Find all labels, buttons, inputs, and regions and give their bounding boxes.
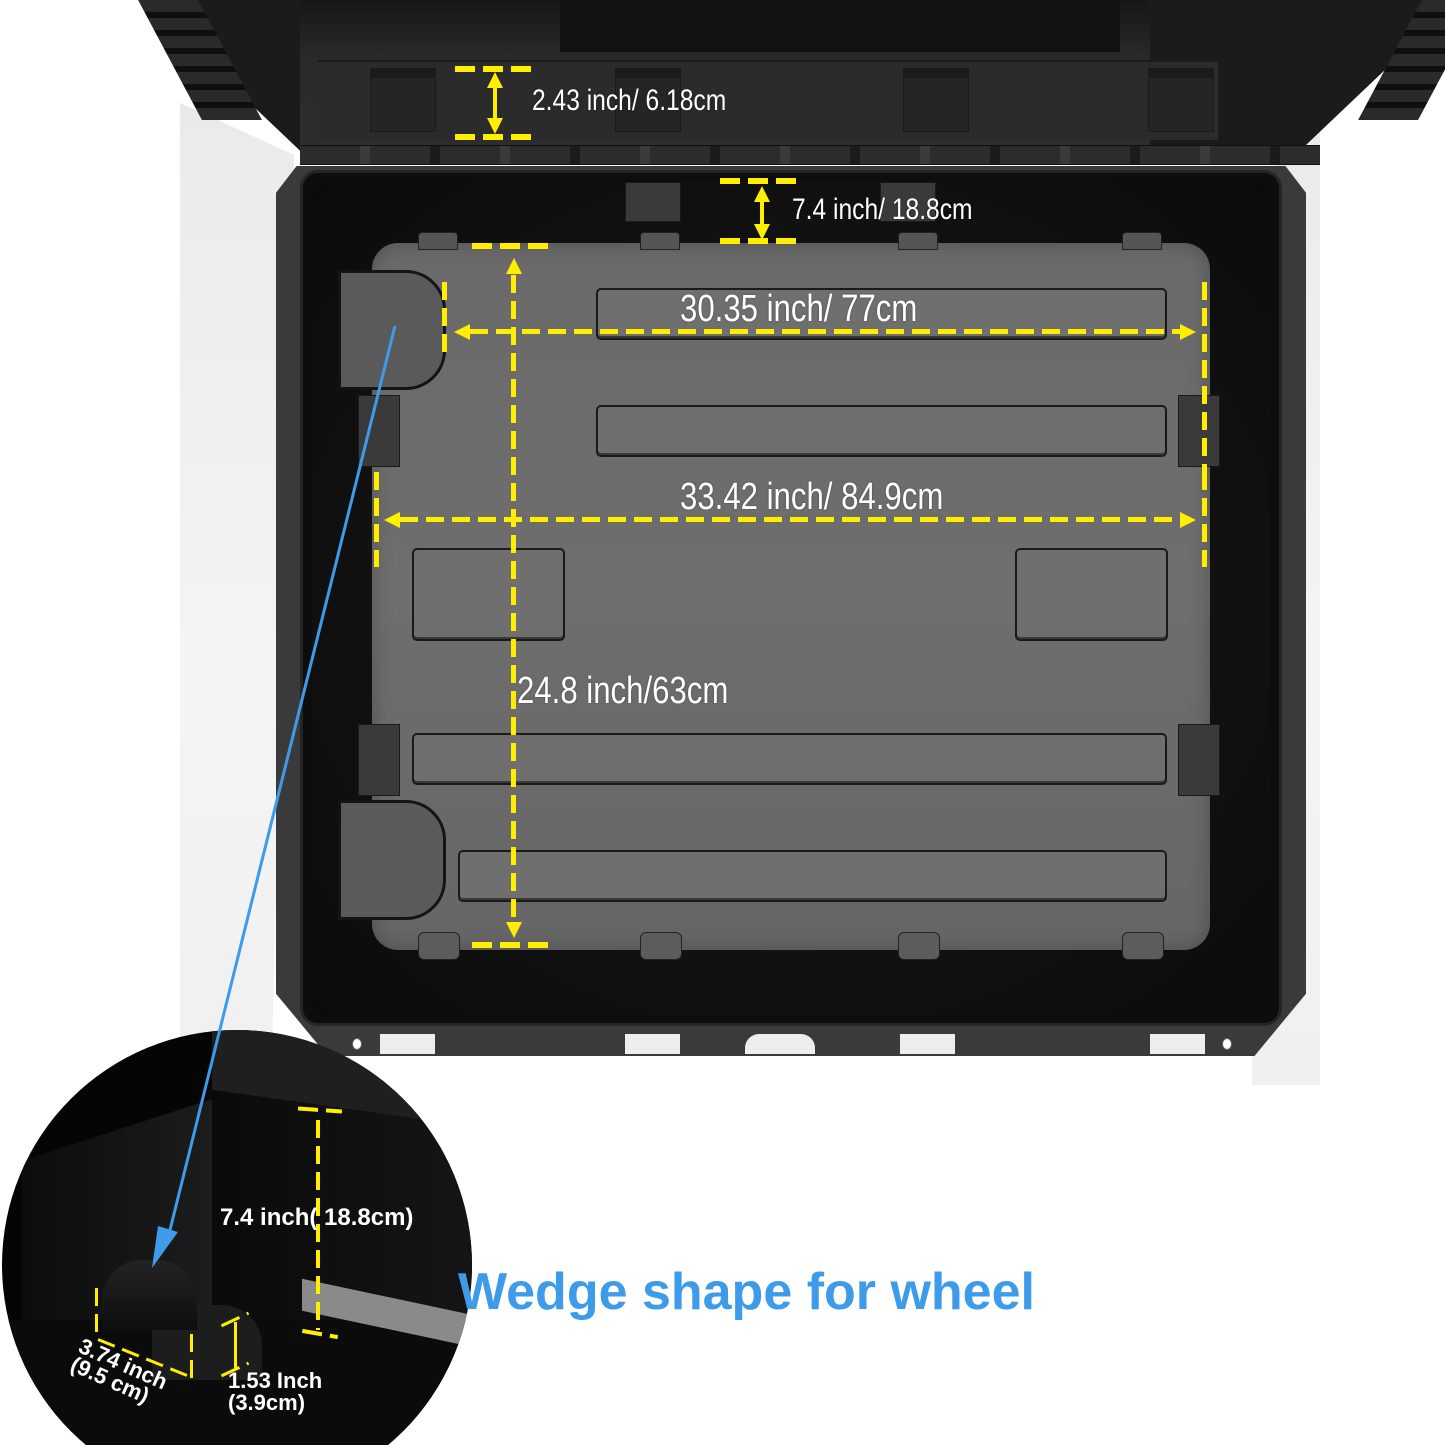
arrow-left-icon <box>384 512 400 528</box>
floor-tab <box>418 232 458 250</box>
floor-tab <box>898 932 940 960</box>
lid-block <box>903 68 969 132</box>
dim-label-lid-depth: 2.43 inch/ 6.18cm <box>532 84 727 117</box>
dim-label-inner-width: 30.35 inch/ 77cm <box>680 288 918 330</box>
arrow-up-icon <box>506 258 522 274</box>
lid-rail <box>318 60 1218 140</box>
dim-depth-top-mark <box>720 178 800 184</box>
case-foot-gap <box>1150 1034 1205 1054</box>
side-notch <box>1178 724 1220 796</box>
dim-label-length: 24.8 inch/63cm <box>517 670 729 712</box>
inset-label-wedge-height-line1: 1.53 Inch <box>228 1368 323 1393</box>
side-notch <box>358 724 400 796</box>
floor-pad-left <box>412 548 565 641</box>
dim-lid-top-mark <box>455 66 535 72</box>
dim-width-total-line <box>400 517 1180 522</box>
inset-wedge <box>102 1260 197 1330</box>
lid-block <box>615 68 681 132</box>
dim-width-inner-left-mark <box>442 282 447 352</box>
hinge-band <box>300 145 1320 165</box>
dim-label-total-width: 33.42 inch/ 84.9cm <box>680 476 944 518</box>
dim-lid-bottom-mark <box>455 134 535 140</box>
inset-wedge-height-line <box>234 1322 237 1368</box>
dim-width-right-mark <box>1202 282 1207 472</box>
case-foot-gap <box>900 1034 955 1054</box>
arrow-left-icon <box>454 324 470 340</box>
dim-length-line <box>511 275 516 925</box>
arrow-right-icon <box>1180 324 1196 340</box>
dim-length-bottom-mark <box>472 942 552 948</box>
mount-hole <box>1222 1038 1232 1050</box>
wall-tab <box>625 182 681 222</box>
floor-tab <box>1122 232 1162 250</box>
inset-label-wedge-height-line2: (3.9cm) <box>228 1390 306 1415</box>
arrow-down-icon <box>487 118 503 134</box>
arrow-down-icon <box>506 922 522 938</box>
arrow-right-icon <box>1180 512 1196 528</box>
floor-rib <box>596 405 1167 457</box>
floor-tab <box>640 232 680 250</box>
wedge-detail-inset: 7.4 inch( 18.8cm) 3.74 inch (9.5 cm) 1.5… <box>2 1030 472 1445</box>
dim-width-total-left-mark <box>374 472 379 567</box>
wheel-wedge-top <box>338 270 446 390</box>
dim-length-top-mark <box>472 243 552 249</box>
wall-tab <box>880 182 936 222</box>
dim-depth-bottom-mark <box>720 238 800 244</box>
case-foot-gap <box>625 1034 680 1054</box>
floor-rib <box>412 733 1167 785</box>
lid-block <box>1148 68 1214 132</box>
side-notch <box>1178 395 1220 467</box>
dim-depth-line <box>760 194 764 228</box>
lid-top-recess <box>560 0 1120 52</box>
inset-width-left-mark <box>95 1288 98 1338</box>
floor-tab <box>898 232 938 250</box>
caption-wedge-shape: Wedge shape for wheel <box>458 1263 1035 1321</box>
lid-block <box>370 68 436 132</box>
case-foot-gap <box>745 1034 815 1054</box>
arrow-up-icon <box>487 72 503 88</box>
inset-width-right-mark <box>190 1334 193 1379</box>
dim-lid-line <box>493 82 497 122</box>
dim-width-inner-line <box>470 329 1180 334</box>
floor-pad-right <box>1015 548 1168 641</box>
floor-rib <box>458 850 1167 902</box>
side-notch <box>358 395 400 467</box>
inset-label-height: 7.4 inch( 18.8cm) <box>220 1204 414 1231</box>
dim-label-body-depth: 7.4 inch/ 18.8cm <box>792 193 973 226</box>
wheel-wedge-bottom <box>338 800 446 920</box>
dim-width-total-right-mark <box>1202 472 1207 567</box>
arrow-down-icon <box>754 224 770 240</box>
floor-tab <box>1122 932 1164 960</box>
arrow-up-icon <box>754 186 770 202</box>
floor-tab <box>640 932 682 960</box>
floor-tab <box>418 932 460 960</box>
inset-label-wedge-height: 1.53 Inch (3.9cm) <box>228 1370 322 1414</box>
